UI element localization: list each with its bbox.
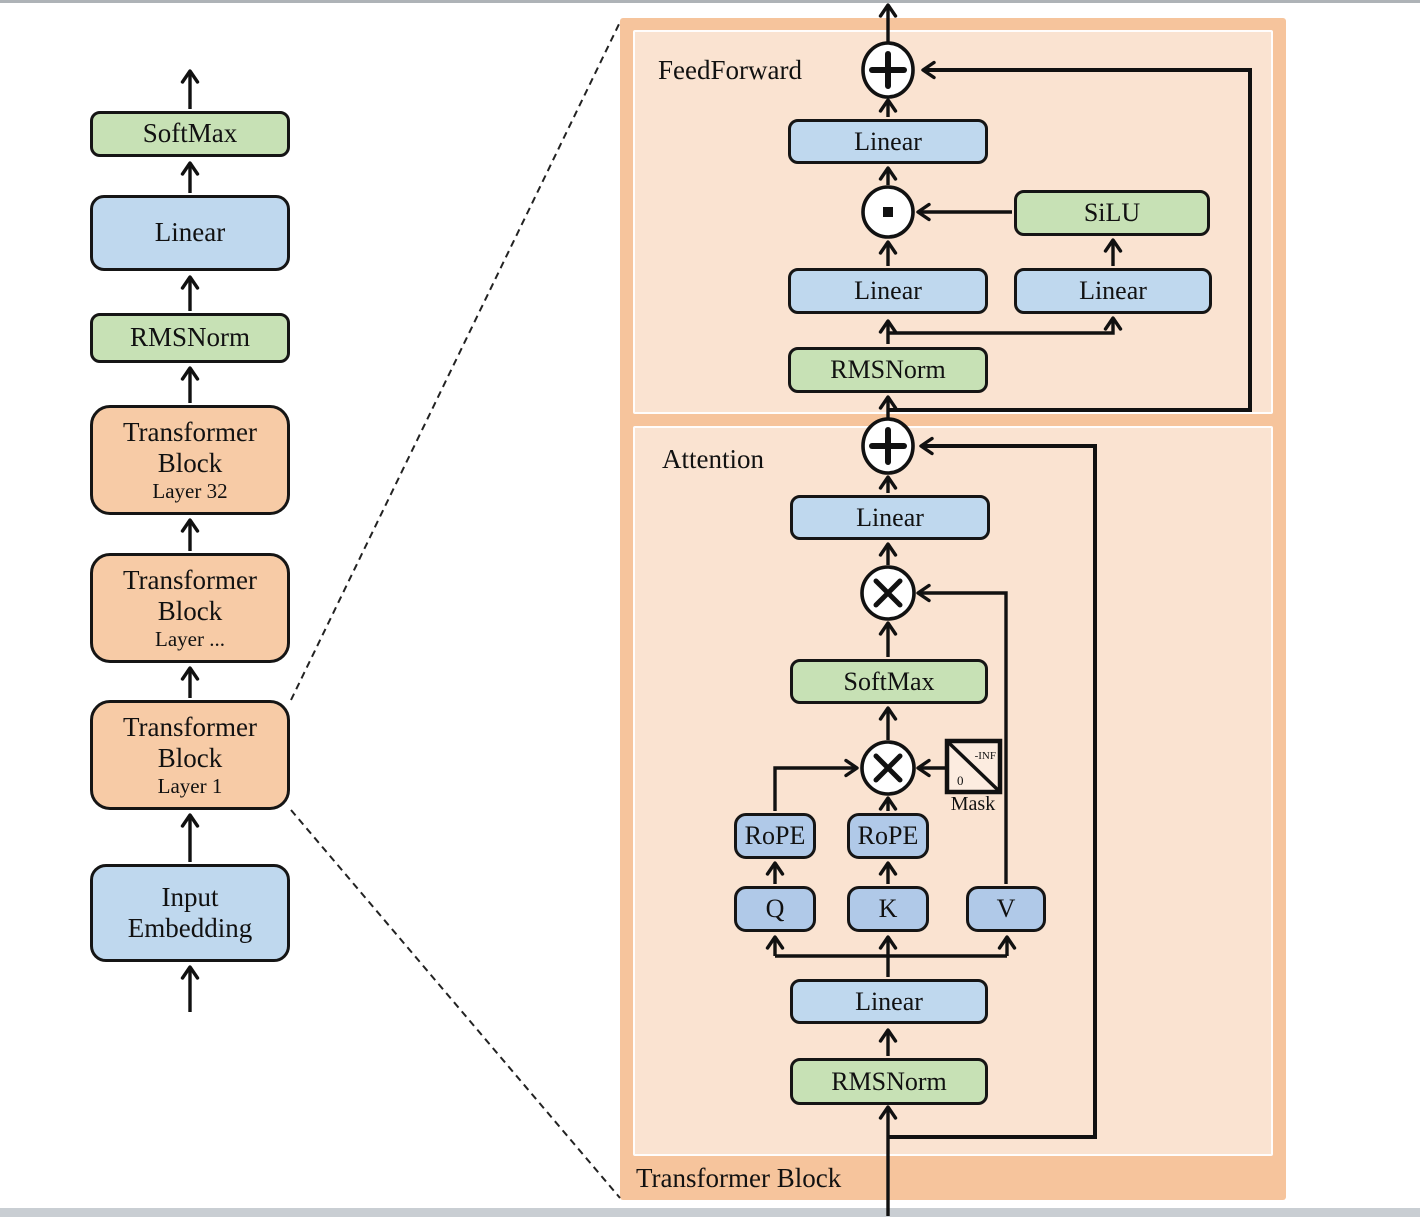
attention-residual-line (888, 436, 1097, 1139)
box-label: RMSNorm (831, 1066, 947, 1096)
residual-connections (888, 60, 1252, 1139)
mask-upper-value: -INF (975, 750, 996, 762)
feedforward-label: FeedForward (658, 55, 802, 85)
attn-softmax: SoftMax (790, 659, 988, 704)
pipeline-linear: Linear (90, 195, 290, 271)
multiply-icon (873, 578, 903, 608)
detail-arrows (765, 3, 1123, 1216)
ff-linear-left: Linear (788, 268, 988, 314)
box-label-line1: Input (161, 881, 219, 912)
transformer-block-layer-1: Transformer Block Layer 1 (90, 700, 290, 810)
attn-rmsnorm: RMSNorm (790, 1058, 988, 1105)
feedforward-add-op (861, 41, 915, 99)
query-box: Q (734, 886, 816, 932)
box-label: RMSNorm (129, 322, 251, 353)
attn-linear-in: Linear (790, 979, 988, 1024)
transformer-block-panel-label: Transformer Block (636, 1163, 842, 1193)
box-label: RMSNorm (830, 355, 946, 385)
box-label-line1: Transformer (123, 712, 257, 743)
box-label: Linear (854, 126, 922, 156)
elementwise-product-op (861, 185, 915, 239)
pipeline-softmax: SoftMax (90, 111, 290, 157)
layer-caption: Layer 1 (157, 773, 223, 798)
plus-icon (869, 51, 907, 89)
attn-value-matmul-op (860, 565, 916, 621)
box-label-line2: Block (157, 596, 223, 627)
bottom-border-line (0, 1208, 1420, 1217)
ff-rmsnorm: RMSNorm (788, 347, 988, 393)
box-label: Linear (855, 986, 923, 1016)
box-label-line2: Embedding (127, 913, 253, 943)
dot-icon (883, 207, 893, 217)
top-border-line (0, 0, 1420, 3)
key-box: K (847, 886, 929, 932)
ff-linear-right: Linear (1014, 268, 1212, 314)
box-label: Linear (1079, 276, 1147, 306)
box-label-line1: Transformer (123, 417, 257, 448)
box-label: SoftMax (843, 666, 935, 696)
box-label-line1: Transformer (123, 565, 257, 596)
mask-lower-value: 0 (957, 773, 964, 788)
box-label: RoPE (857, 821, 919, 851)
pipeline-rmsnorm: RMSNorm (90, 313, 290, 363)
box-label: Q (765, 894, 785, 924)
zoom-connector-dashes (290, 19, 622, 1199)
plus-icon (869, 427, 907, 465)
box-label-line2: Block (157, 448, 223, 479)
ff-linear-out: Linear (788, 119, 988, 164)
mask-icon: -INF 0 Mask (944, 738, 1003, 815)
box-label-line2: Block (157, 743, 223, 774)
rope-q: RoPE (734, 813, 816, 859)
feedforward-residual-line (888, 60, 1252, 412)
layer-caption: Layer 32 (152, 478, 228, 503)
input-embedding: Input Embedding (90, 864, 290, 962)
multiply-icon (873, 753, 903, 783)
box-label: Linear (856, 502, 924, 532)
ff-silu: SiLU (1014, 190, 1210, 236)
box-label: RoPE (744, 821, 806, 851)
mask-label: Mask (951, 793, 995, 815)
box-label: K (878, 894, 898, 924)
box-label: SiLU (1083, 198, 1141, 228)
box-label: V (996, 894, 1016, 924)
box-label: Linear (154, 217, 226, 248)
attention-label: Attention (662, 444, 764, 474)
transformer-block-layer-32: Transformer Block Layer 32 (90, 405, 290, 515)
transformer-block-layer-dots: Transformer Block Layer ... (90, 553, 290, 663)
layer-caption: Layer ... (155, 626, 225, 651)
attention-add-op (861, 417, 915, 475)
query-key-matmul-op (860, 740, 916, 796)
rope-k: RoPE (847, 813, 929, 859)
box-label: SoftMax (142, 118, 238, 149)
box-label: Linear (854, 276, 922, 306)
attn-linear-out: Linear (790, 495, 990, 540)
value-box: V (966, 886, 1046, 932)
